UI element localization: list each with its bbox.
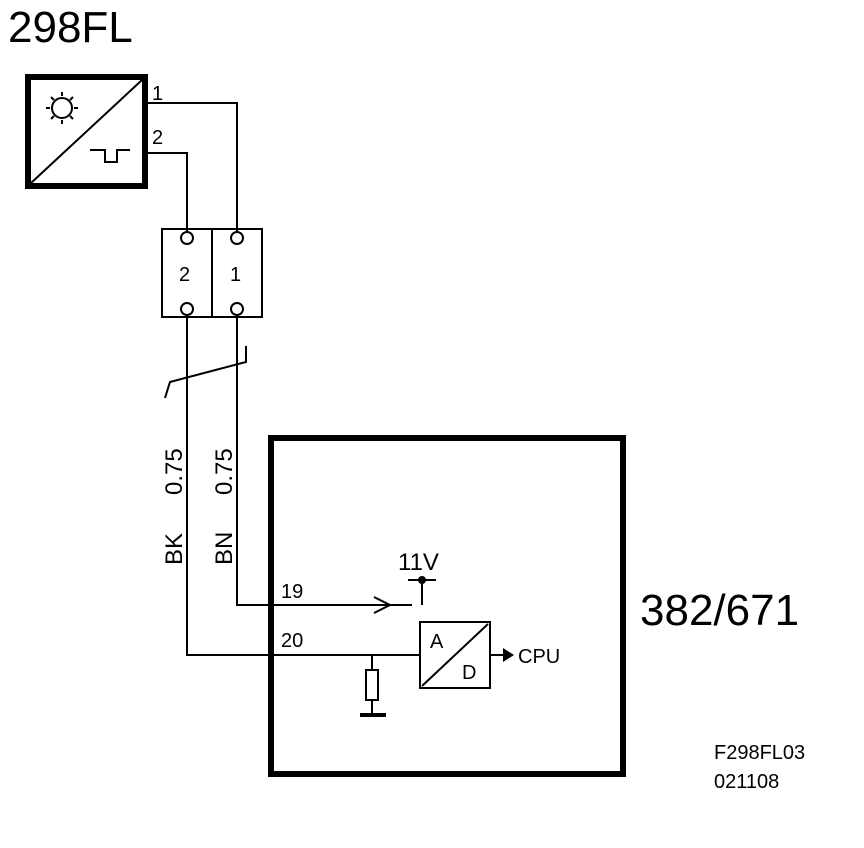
- sensor-pin-1: 1: [152, 83, 163, 105]
- wire-bk-size: 0.75: [161, 448, 188, 495]
- wire-bn-size: 0.75: [211, 448, 238, 495]
- figure-code: F298FL03: [714, 742, 805, 764]
- wire-bk-color: BK: [161, 533, 188, 565]
- cpu-arrow-icon: [503, 648, 514, 662]
- module-pin-20: 20: [281, 630, 303, 652]
- connector-pin-1: 1: [230, 264, 241, 286]
- wire-bk: [186, 315, 420, 656]
- module-label: 382/671: [640, 586, 799, 635]
- wire-sensor-pin1: [145, 102, 238, 232]
- figure-date: 021108: [714, 771, 779, 793]
- sensor-box: [25, 74, 148, 189]
- module-pin-19: 19: [281, 581, 303, 603]
- arrow-head-19: [373, 596, 393, 614]
- light-sensor-icon: [46, 92, 78, 124]
- wire-bn-color: BN: [211, 532, 238, 565]
- supply-voltage: 11V: [398, 549, 439, 576]
- wire-sensor-pin2: [145, 152, 188, 232]
- wire-bn: [236, 315, 412, 606]
- resistor: [360, 655, 386, 717]
- connector-pin-2: 2: [179, 264, 190, 286]
- adc-output-label: D: [462, 662, 476, 684]
- cpu-label: CPU: [518, 646, 560, 668]
- adc-input-label: A: [430, 631, 444, 653]
- supply-node: [408, 576, 436, 605]
- module-box: [268, 435, 626, 777]
- sensor-label: 298FL: [8, 3, 133, 52]
- sensor-pin-2: 2: [152, 127, 163, 149]
- twisted-pair-mark: [164, 346, 247, 399]
- connector: [161, 228, 263, 318]
- pulse-signal-icon: [90, 149, 130, 163]
